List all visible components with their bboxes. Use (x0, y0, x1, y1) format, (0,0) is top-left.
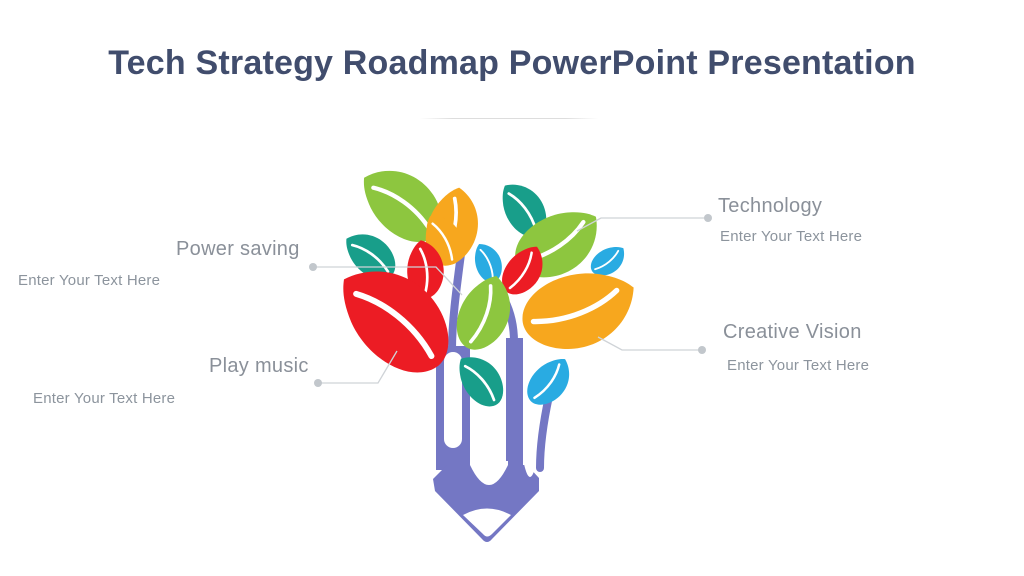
stem (536, 392, 553, 472)
callout-technology-placeholder[interactable]: Enter Your Text Here (720, 228, 863, 245)
connector-dot (309, 263, 317, 271)
connector-dot (314, 379, 322, 387)
leaves (319, 153, 648, 415)
connector-technology (576, 214, 712, 232)
callout-play-music-label[interactable]: Play music (209, 355, 309, 377)
callout-technology-label[interactable]: Technology (718, 195, 823, 217)
connector-play-music (314, 350, 398, 387)
callout-power-saving-placeholder[interactable]: Enter Your Text Here (18, 272, 161, 289)
connector-power-saving (309, 263, 463, 296)
connector-dot (698, 346, 706, 354)
callout-creative-vision-label[interactable]: Creative Vision (723, 321, 862, 343)
slide-title[interactable]: Tech Strategy Roadmap PowerPoint Present… (108, 44, 916, 82)
connector-dot (704, 214, 712, 222)
callout-play-music-placeholder[interactable]: Enter Your Text Here (33, 390, 176, 407)
stem (448, 250, 465, 354)
connector-lines (309, 214, 712, 387)
callout-power-saving-label[interactable]: Power saving (176, 238, 300, 260)
title-divider (420, 118, 598, 119)
callout-creative-vision-placeholder[interactable]: Enter Your Text Here (727, 357, 870, 374)
connector-creative-vision (597, 336, 706, 354)
